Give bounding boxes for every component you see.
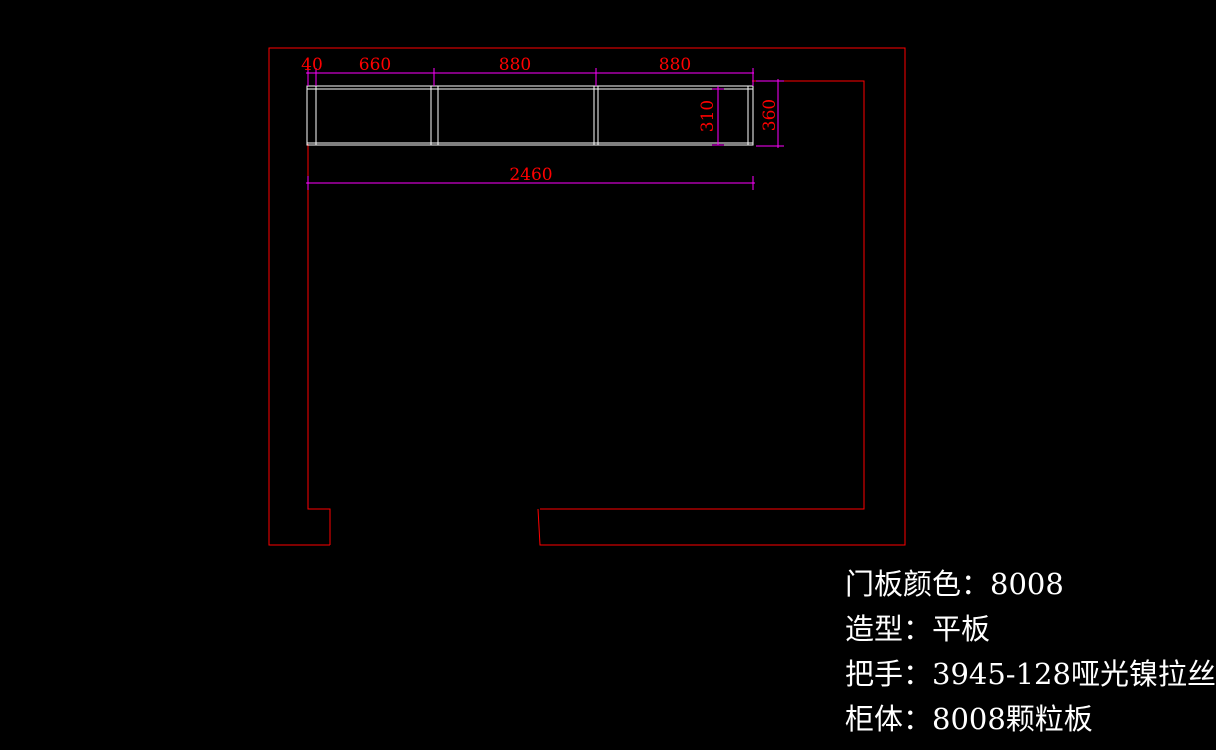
dimension-texts: 40 660 880 880 2460 310 360 — [301, 55, 780, 185]
note-handle: 把手：3945-128哑光镍拉丝 — [845, 657, 1216, 691]
note-door-color: 门板颜色：8008 — [845, 567, 1064, 601]
dimension-lines — [306, 68, 784, 190]
dim-text-outer-depth: 360 — [760, 99, 780, 131]
inner-wall-left-outline — [307, 144, 331, 545]
note-cabinet-body: 柜体：8008颗粒板 — [845, 702, 1093, 736]
wall-cabinet — [306, 85, 754, 146]
cabinet-outline — [306, 85, 754, 146]
dim-text-inner-depth: 310 — [698, 100, 718, 132]
spec-notes: 门板颜色：8008 造型：平板 把手：3945-128哑光镍拉丝 柜体：8008… — [845, 562, 1216, 742]
inner-wall-outline — [540, 80, 865, 510]
room-walls — [268, 47, 906, 546]
dim-text-top-3: 880 — [659, 55, 691, 75]
dim-text-top-0: 40 — [301, 55, 323, 75]
note-style: 造型：平板 — [845, 612, 991, 646]
dim-text-top-2: 880 — [499, 55, 531, 75]
dim-text-top-1: 660 — [359, 55, 391, 75]
dim-text-total: 2460 — [509, 165, 552, 185]
outer-wall-outline — [268, 47, 906, 546]
